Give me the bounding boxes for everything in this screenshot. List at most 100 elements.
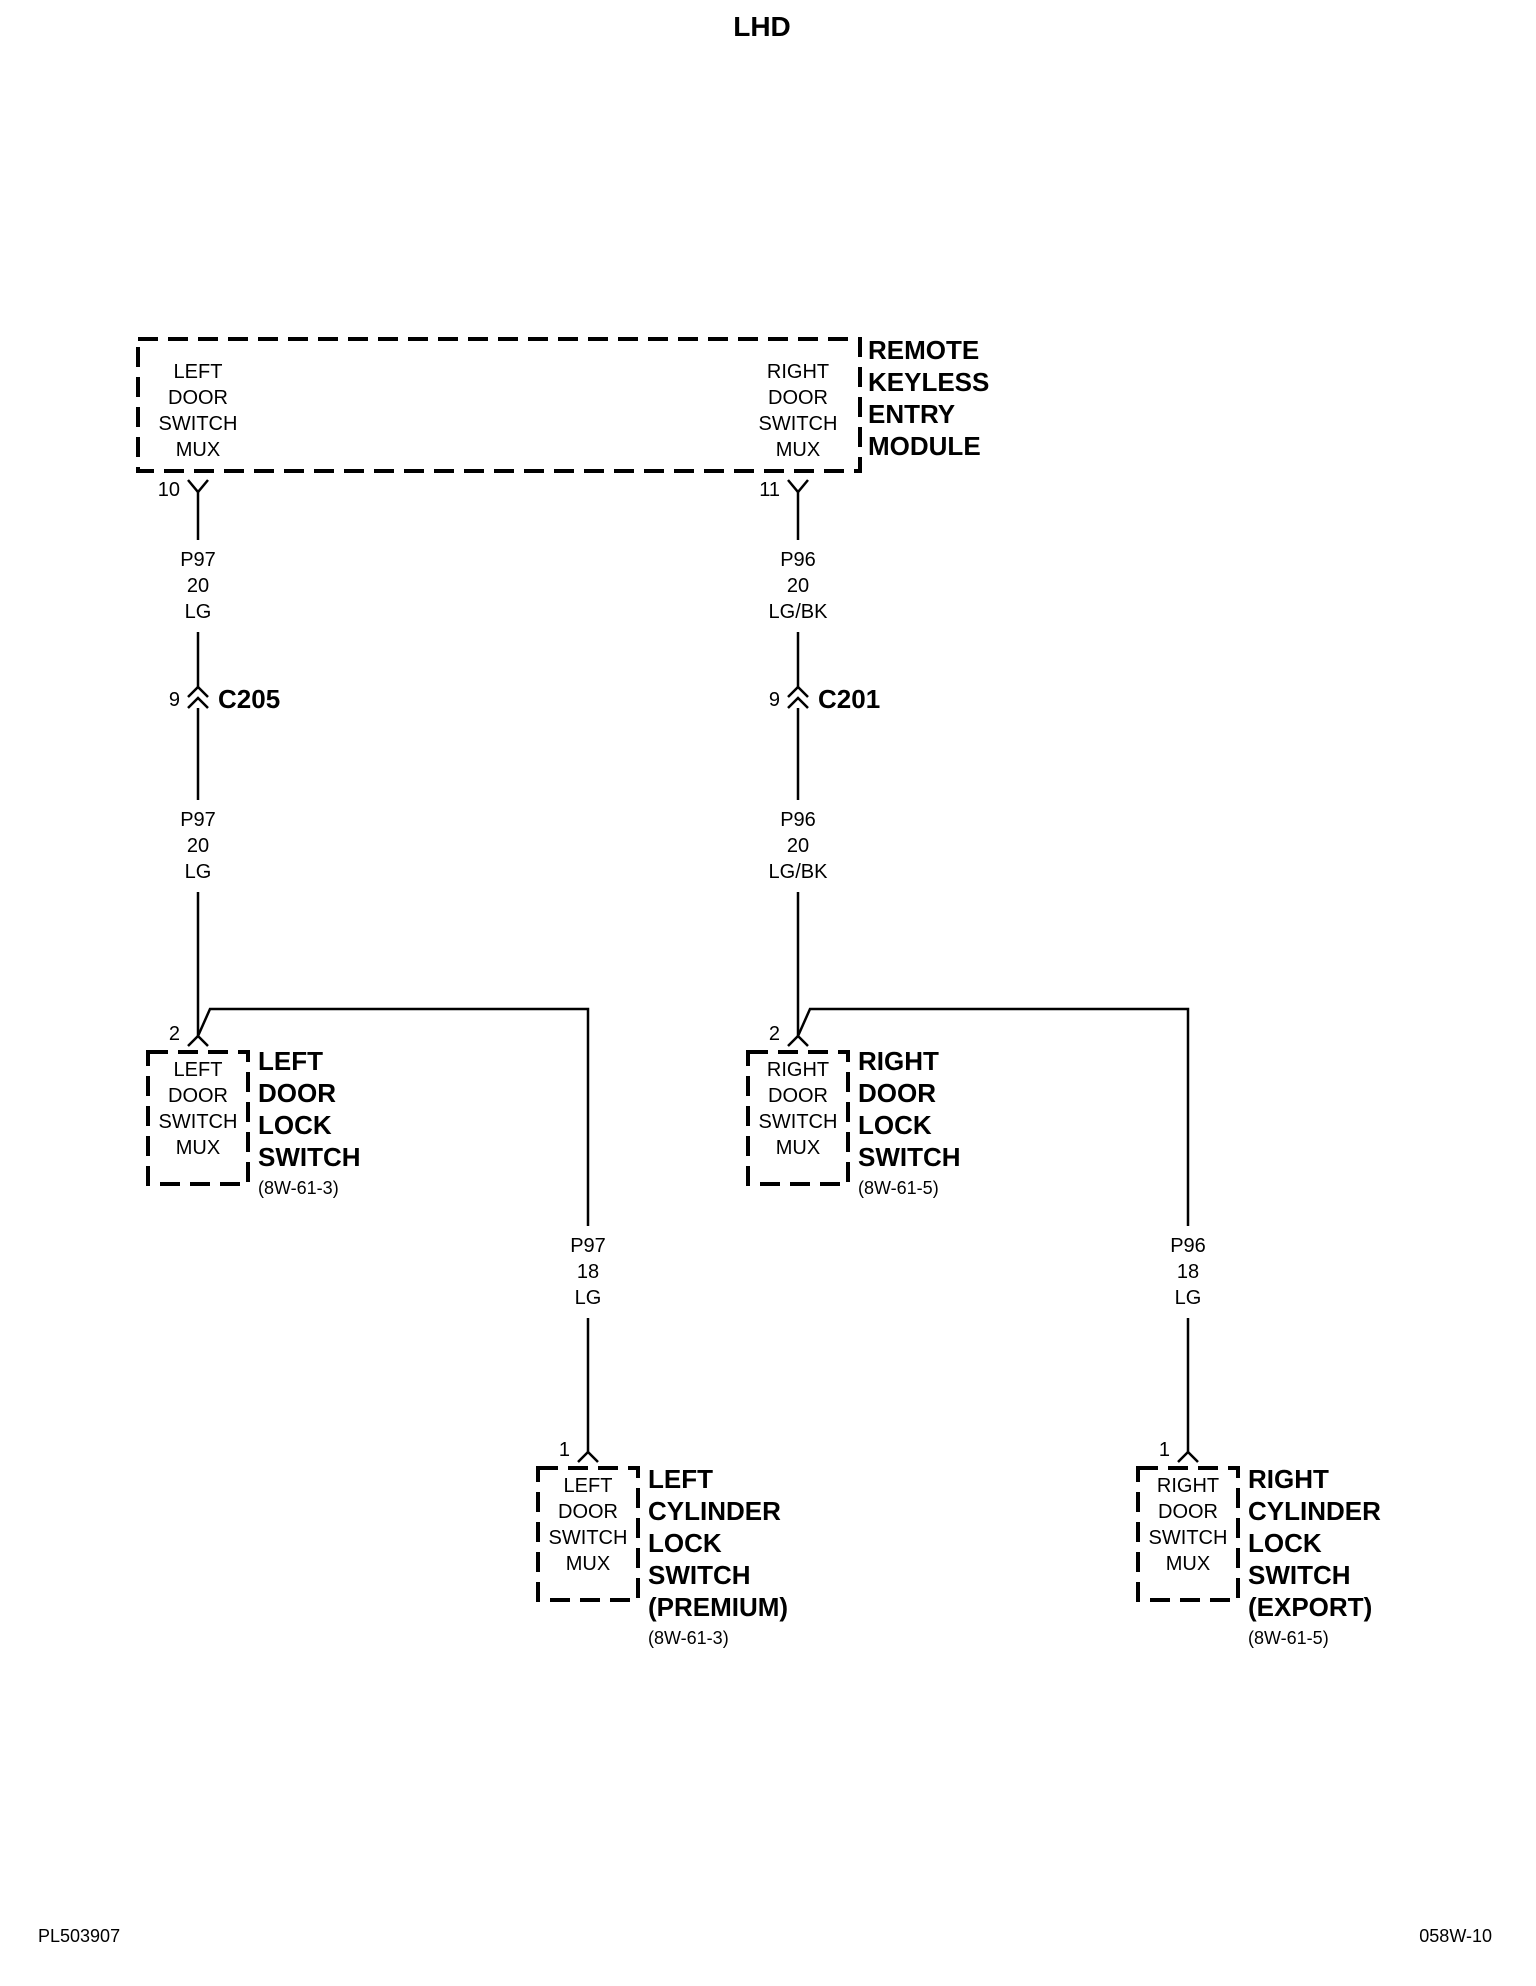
svg-text:P97: P97 <box>570 1235 606 1257</box>
svg-text:SWITCH: SWITCH <box>258 1142 361 1172</box>
svg-text:LOCK: LOCK <box>648 1528 722 1558</box>
wire-label-left-branch: P97 18 LG <box>570 1235 606 1309</box>
left-cylinder-lock-switch-ref: (8W-61-3) <box>648 1628 729 1648</box>
left-cylinder-lock-switch-label: LEFT CYLINDER LOCK SWITCH (PREMIUM) <box>648 1464 788 1622</box>
svg-text:REMOTE: REMOTE <box>868 335 979 365</box>
svg-text:DOOR: DOOR <box>558 1501 618 1523</box>
right-cylinder-pin: 1 <box>1159 1439 1170 1461</box>
connector-c201-pin: 9 <box>769 689 780 711</box>
svg-text:SWITCH: SWITCH <box>159 413 238 435</box>
svg-text:MUX: MUX <box>776 439 820 461</box>
svg-text:DOOR: DOOR <box>168 387 228 409</box>
left-door-lock-pin-symbol <box>187 1034 209 1047</box>
svg-text:(PREMIUM): (PREMIUM) <box>648 1592 788 1622</box>
wire-label-left-upper: P97 20 LG <box>180 549 216 623</box>
right-door-lock-pin-symbol <box>787 1034 809 1047</box>
svg-text:DOOR: DOOR <box>1158 1501 1218 1523</box>
svg-text:RIGHT: RIGHT <box>858 1046 939 1076</box>
svg-text:18: 18 <box>577 1261 599 1283</box>
right-cylinder-pin-symbol <box>1177 1450 1199 1463</box>
right-door-lock-switch-box <box>746 1050 850 1186</box>
svg-text:SWITCH: SWITCH <box>1248 1560 1351 1590</box>
rke-module-box <box>136 337 862 473</box>
left-door-lock-switch-label: LEFT DOOR LOCK SWITCH <box>258 1046 361 1172</box>
left-cylinder-lock-switch-inner: LEFT DOOR SWITCH MUX <box>549 1475 628 1575</box>
svg-text:SWITCH: SWITCH <box>648 1560 751 1590</box>
svg-text:RIGHT: RIGHT <box>1157 1475 1219 1497</box>
left-cylinder-lock-switch-box <box>536 1466 640 1602</box>
svg-text:DOOR: DOOR <box>168 1085 228 1107</box>
svg-text:ENTRY: ENTRY <box>868 399 955 429</box>
right-cylinder-lock-switch-inner: RIGHT DOOR SWITCH MUX <box>1149 1475 1228 1575</box>
svg-text:DOOR: DOOR <box>768 387 828 409</box>
svg-text:LG/BK: LG/BK <box>769 861 829 883</box>
svg-text:LEFT: LEFT <box>174 1059 223 1081</box>
rke-right-port-label: RIGHT DOOR SWITCH MUX <box>759 361 838 461</box>
left-door-lock-switch-ref: (8W-61-3) <box>258 1178 339 1198</box>
svg-text:SWITCH: SWITCH <box>1149 1527 1228 1549</box>
svg-text:P97: P97 <box>180 549 216 571</box>
diagram-title: LHD <box>733 11 791 42</box>
svg-text:P96: P96 <box>1170 1235 1206 1257</box>
svg-text:MUX: MUX <box>176 439 220 461</box>
footer-right-code: 058W-10 <box>1419 1926 1492 1946</box>
right-door-lock-switch-ref: (8W-61-5) <box>858 1178 939 1198</box>
rke-right-pin-symbol <box>787 479 809 494</box>
svg-text:P96: P96 <box>780 549 816 571</box>
svg-text:LOCK: LOCK <box>858 1110 932 1140</box>
svg-text:RIGHT: RIGHT <box>767 361 829 383</box>
svg-text:18: 18 <box>1177 1261 1199 1283</box>
svg-text:LEFT: LEFT <box>258 1046 323 1076</box>
svg-text:CYLINDER: CYLINDER <box>648 1496 781 1526</box>
connector-c205-label: C205 <box>218 684 280 714</box>
svg-text:LG/BK: LG/BK <box>769 601 829 623</box>
svg-text:P97: P97 <box>180 809 216 831</box>
wire-left-branch <box>196 1007 590 1226</box>
right-door-lock-pin: 2 <box>769 1023 780 1045</box>
svg-text:LEFT: LEFT <box>648 1464 713 1494</box>
rke-left-pin: 10 <box>158 479 180 501</box>
right-door-lock-switch-inner: RIGHT DOOR SWITCH MUX <box>759 1059 838 1159</box>
svg-text:RIGHT: RIGHT <box>1248 1464 1329 1494</box>
left-cylinder-pin: 1 <box>559 1439 570 1461</box>
svg-text:LG: LG <box>185 861 212 883</box>
svg-text:RIGHT: RIGHT <box>767 1059 829 1081</box>
left-door-lock-pin: 2 <box>169 1023 180 1045</box>
left-cylinder-pin-symbol <box>577 1450 599 1463</box>
svg-text:SWITCH: SWITCH <box>759 1111 838 1133</box>
wire-label-right-branch: P96 18 LG <box>1170 1235 1206 1309</box>
wire-label-left-lower: P97 20 LG <box>180 809 216 883</box>
svg-text:SWITCH: SWITCH <box>858 1142 961 1172</box>
rke-module-label: REMOTE KEYLESS ENTRY MODULE <box>868 335 989 461</box>
svg-text:LOCK: LOCK <box>258 1110 332 1140</box>
svg-text:20: 20 <box>187 835 209 857</box>
wire-label-right-upper: P96 20 LG/BK <box>769 549 829 623</box>
svg-text:20: 20 <box>787 575 809 597</box>
left-door-lock-switch-box <box>146 1050 250 1186</box>
connector-c205-symbol <box>187 685 209 709</box>
left-door-lock-switch-inner: LEFT DOOR SWITCH MUX <box>159 1059 238 1159</box>
right-cylinder-lock-switch-label: RIGHT CYLINDER LOCK SWITCH (EXPORT) <box>1248 1464 1381 1622</box>
footer-left-code: PL503907 <box>38 1926 120 1946</box>
svg-text:SWITCH: SWITCH <box>159 1111 238 1133</box>
right-cylinder-lock-switch-box <box>1136 1466 1240 1602</box>
svg-text:DOOR: DOOR <box>258 1078 336 1108</box>
svg-text:20: 20 <box>187 575 209 597</box>
connector-c201-symbol <box>787 685 809 709</box>
svg-text:SWITCH: SWITCH <box>549 1527 628 1549</box>
svg-text:LEFT: LEFT <box>564 1475 613 1497</box>
svg-text:MUX: MUX <box>176 1137 220 1159</box>
right-door-lock-switch-label: RIGHT DOOR LOCK SWITCH <box>858 1046 961 1172</box>
svg-text:KEYLESS: KEYLESS <box>868 367 989 397</box>
svg-text:SWITCH: SWITCH <box>759 413 838 435</box>
svg-text:MODULE: MODULE <box>868 431 981 461</box>
svg-text:P96: P96 <box>780 809 816 831</box>
connector-c205-pin: 9 <box>169 689 180 711</box>
svg-text:LEFT: LEFT <box>174 361 223 383</box>
svg-text:LG: LG <box>185 601 212 623</box>
svg-text:MUX: MUX <box>1166 1553 1210 1575</box>
svg-text:DOOR: DOOR <box>858 1078 936 1108</box>
right-cylinder-lock-switch-ref: (8W-61-5) <box>1248 1628 1329 1648</box>
rke-left-pin-symbol <box>187 479 209 494</box>
